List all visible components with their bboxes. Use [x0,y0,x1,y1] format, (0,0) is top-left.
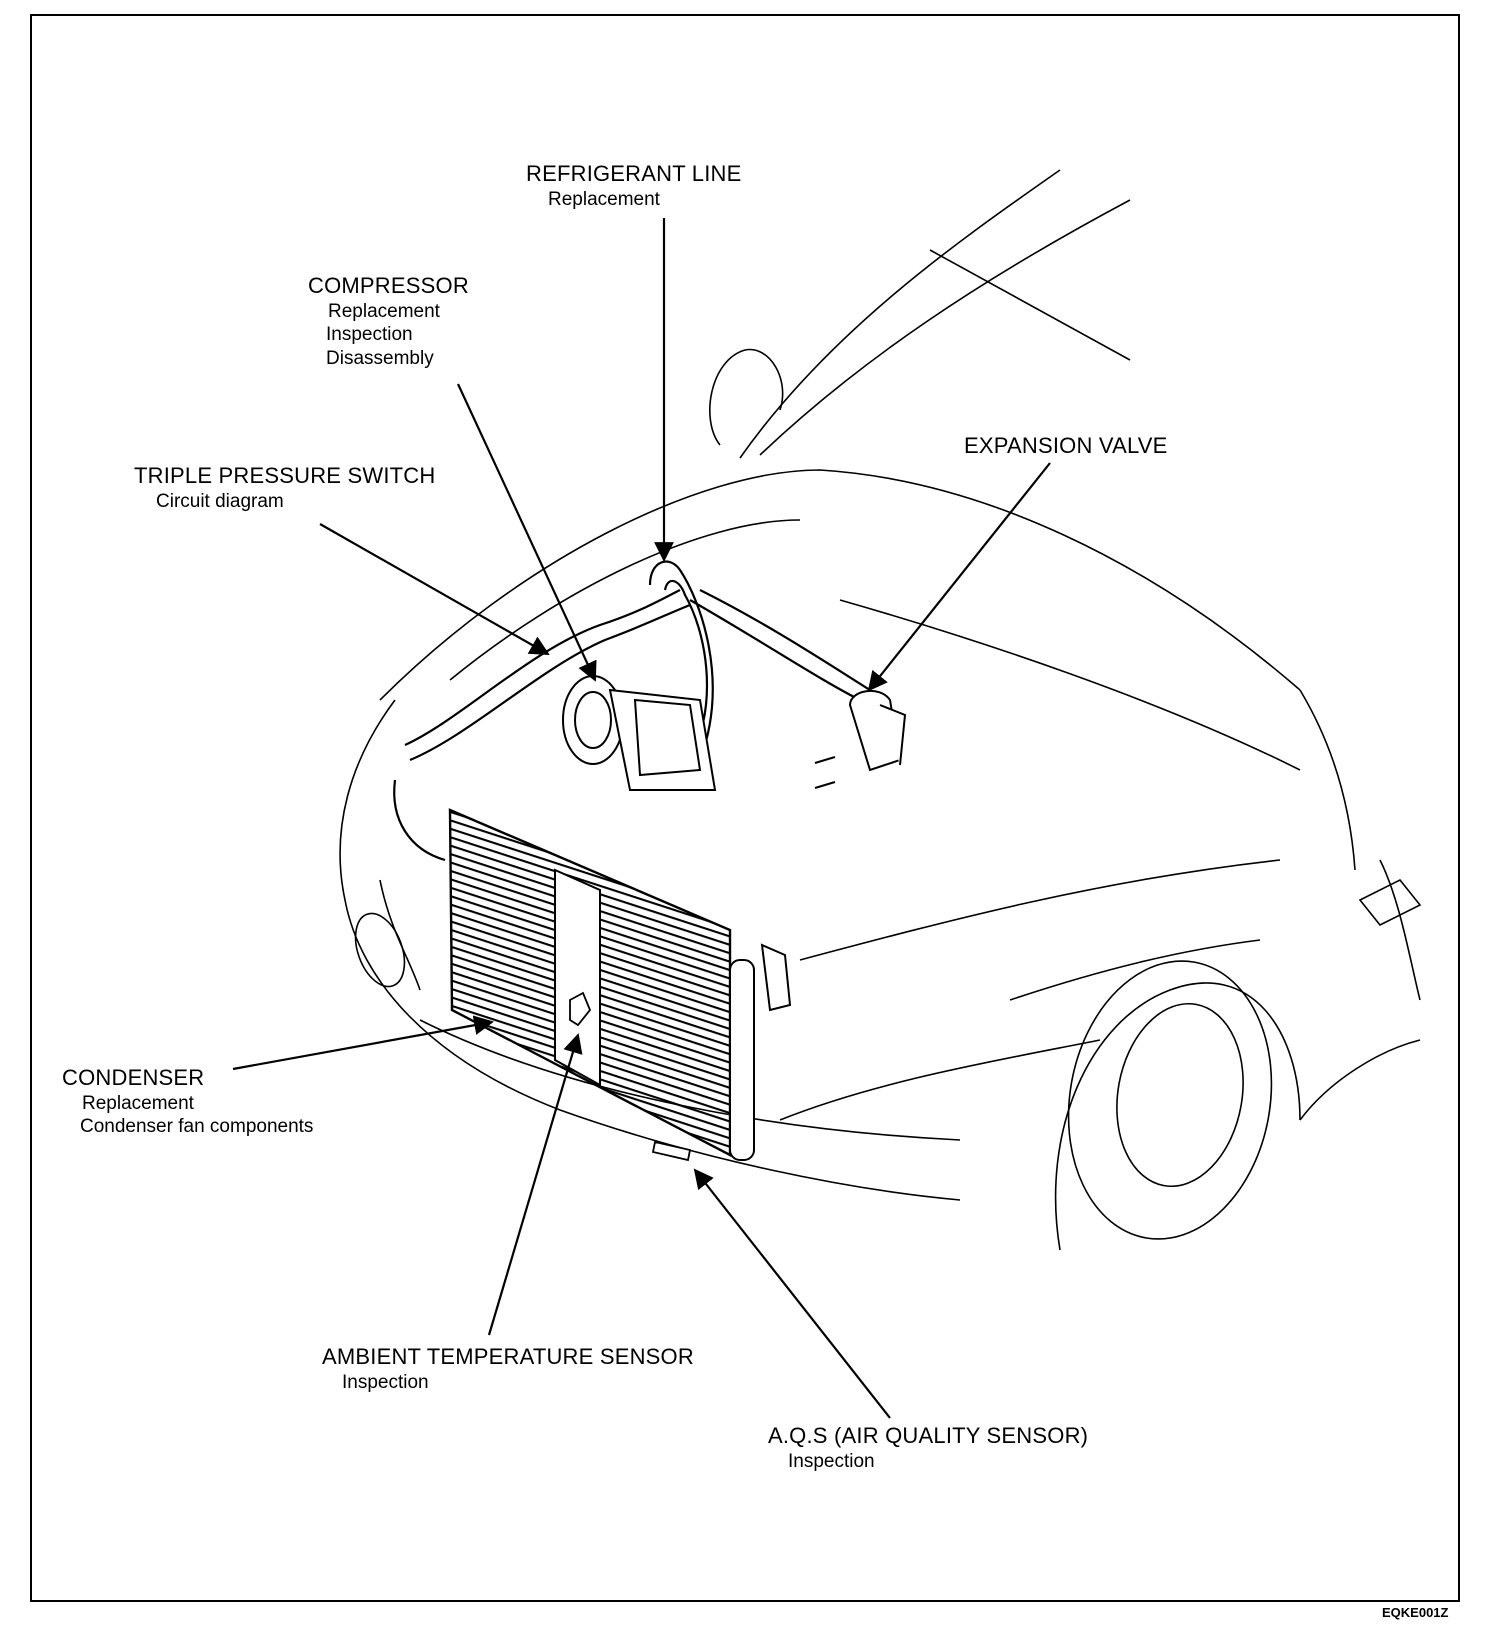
diagram-frame [30,14,1460,1602]
arrow-compressor [457,383,597,682]
arrow-triple-pressure-switch [319,523,550,655]
callout-title: EXPANSION VALVE [964,433,1168,458]
callout-item: Circuit diagram [156,490,284,512]
callout-expansion-valve: EXPANSION VALVE [964,432,1168,460]
callout-item: Inspection [326,324,413,346]
callout-refrigerant-line: REFRIGERANT LINE Replacement [526,160,742,211]
callout-item: Inspection [342,1371,429,1393]
callout-item: Replacement [548,188,660,210]
callout-item: Inspection [788,1450,875,1472]
callout-item: Disassembly [326,348,434,369]
callout-item: Replacement [82,1092,194,1114]
arrow-ambient-temperature-sensor [487,1033,583,1336]
callout-ambient-temperature-sensor: AMBIENT TEMPERATURE SENSOR Inspection [322,1343,694,1394]
arrow-aqs [693,1168,891,1419]
leader-arrows [232,218,1051,1419]
callout-title: AMBIENT TEMPERATURE SENSOR [322,1344,694,1369]
callout-title: TRIPLE PRESSURE SWITCH [134,463,436,488]
callout-aqs: A.Q.S (AIR QUALITY SENSOR) Inspection [768,1422,1088,1473]
expansion-valve-illustration [814,690,907,789]
callout-title: REFRIGERANT LINE [526,161,742,186]
callout-title: A.Q.S (AIR QUALITY SENSOR) [768,1423,1089,1448]
refrigerant-lines [393,560,871,862]
callout-compressor: COMPRESSOR Replacement Inspection Disass… [308,272,469,371]
callout-title: COMPRESSOR [308,273,469,298]
callout-item: Condenser fan components [80,1116,314,1138]
compressor-illustration [562,675,717,791]
arrow-condenser [232,1015,494,1071]
callout-condenser: CONDENSER Replacement Condenser fan comp… [62,1064,313,1139]
callout-title: CONDENSER [62,1065,205,1090]
condenser-illustration [448,808,792,1162]
car-body-outline [339,169,1422,1251]
arrow-expansion-valve [867,462,1051,692]
figure-code: EQKE001Z [1382,1605,1449,1620]
callout-item: Replacement [328,300,440,322]
callout-triple-pressure-switch: TRIPLE PRESSURE SWITCH Circuit diagram [134,462,435,513]
